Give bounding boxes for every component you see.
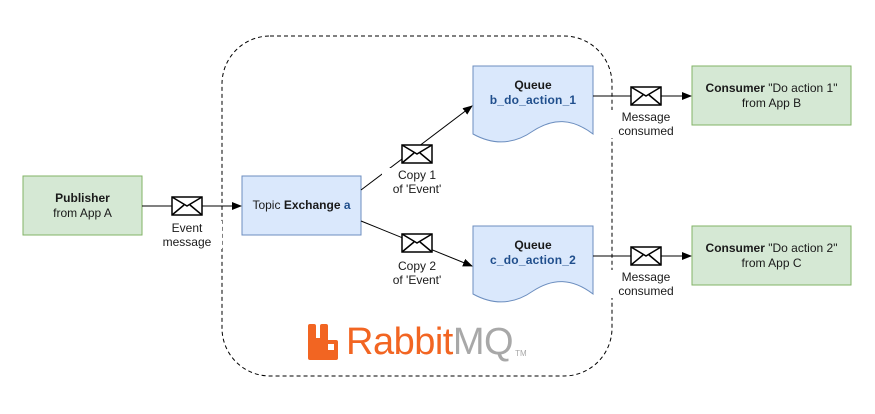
rabbitmq-logo-icon [308, 324, 338, 360]
exchange-box[interactable] [241, 175, 362, 236]
queue-1-label: Queue b_do_action_1 [473, 78, 593, 108]
logo-word-mq: MQ [452, 321, 514, 363]
consumed-2-line-1: Message [621, 270, 671, 284]
consumed-1-line-1: Message [621, 110, 671, 124]
queue-1-name: b_do_action_1 [489, 93, 577, 107]
exchange-prefix: Topic [252, 198, 284, 212]
envelope-icon [171, 196, 203, 216]
queue-2-title: Queue [514, 238, 552, 252]
consumer-1-title-line: Consumer "Do action 1" [706, 81, 838, 96]
event-message-label: Event message [152, 221, 222, 249]
consumer-1-title: Consumer [705, 80, 765, 95]
queue-2-label: Queue c_do_action_2 [473, 238, 593, 268]
publisher-subtitle: from App A [53, 205, 112, 220]
queue-2-shape[interactable] [472, 225, 594, 303]
copy-1-label: Copy 1 of 'Event' [382, 168, 452, 196]
publisher-box[interactable] [22, 175, 143, 236]
queue-1-shape[interactable] [472, 65, 594, 143]
copy-1-line-1: Copy 1 [397, 168, 437, 182]
consumer-2-label: Consumer "Do action 2" from App C [692, 226, 851, 285]
envelope-icon [630, 246, 662, 266]
consumer-1-subtitle: from App B [741, 95, 802, 110]
exchange-bold: Exchange [283, 198, 341, 212]
exchange-name: a [343, 198, 351, 212]
queue-2-name: c_do_action_2 [490, 253, 576, 267]
publisher-label: Publisher from App A [23, 176, 142, 235]
consumed-2-line-2: consumed [618, 284, 674, 298]
consumer-1-label: Consumer "Do action 1" from App B [692, 66, 851, 125]
copy-2-label: Copy 2 of 'Event' [382, 259, 452, 287]
consumer-2-action: "Do action 2" [764, 240, 838, 255]
exchange-title: Topic Exchange a [252, 198, 350, 213]
queue-1-title: Queue [514, 78, 552, 92]
consumer-1-action: "Do action 1" [764, 80, 838, 95]
envelope-icon [630, 86, 662, 106]
copy-2-line-1: Copy 2 [397, 259, 437, 273]
message-consumed-1-label: Message consumed [608, 110, 684, 138]
logo-trademark: TM [515, 349, 527, 358]
consumed-1-line-2: consumed [618, 124, 674, 138]
message-consumed-2-label: Message consumed [608, 270, 684, 298]
consumer-1-box[interactable] [691, 65, 852, 126]
exchange-label: Topic Exchange a [242, 176, 361, 235]
consumer-2-box[interactable] [691, 225, 852, 286]
consumer-2-subtitle: from App C [741, 255, 802, 270]
envelope-icon [401, 144, 433, 164]
consumer-2-title-line: Consumer "Do action 2" [706, 241, 838, 256]
copy-2-line-2: of 'Event' [392, 273, 442, 287]
consumer-2-title: Consumer [705, 240, 765, 255]
envelope-icon [401, 233, 433, 253]
publisher-title: Publisher [55, 190, 110, 205]
event-line-2: message [162, 235, 212, 249]
event-line-1: Event [171, 221, 203, 235]
logo-word-rabbit: Rabbit [346, 321, 453, 363]
copy-1-line-2: of 'Event' [392, 182, 442, 196]
